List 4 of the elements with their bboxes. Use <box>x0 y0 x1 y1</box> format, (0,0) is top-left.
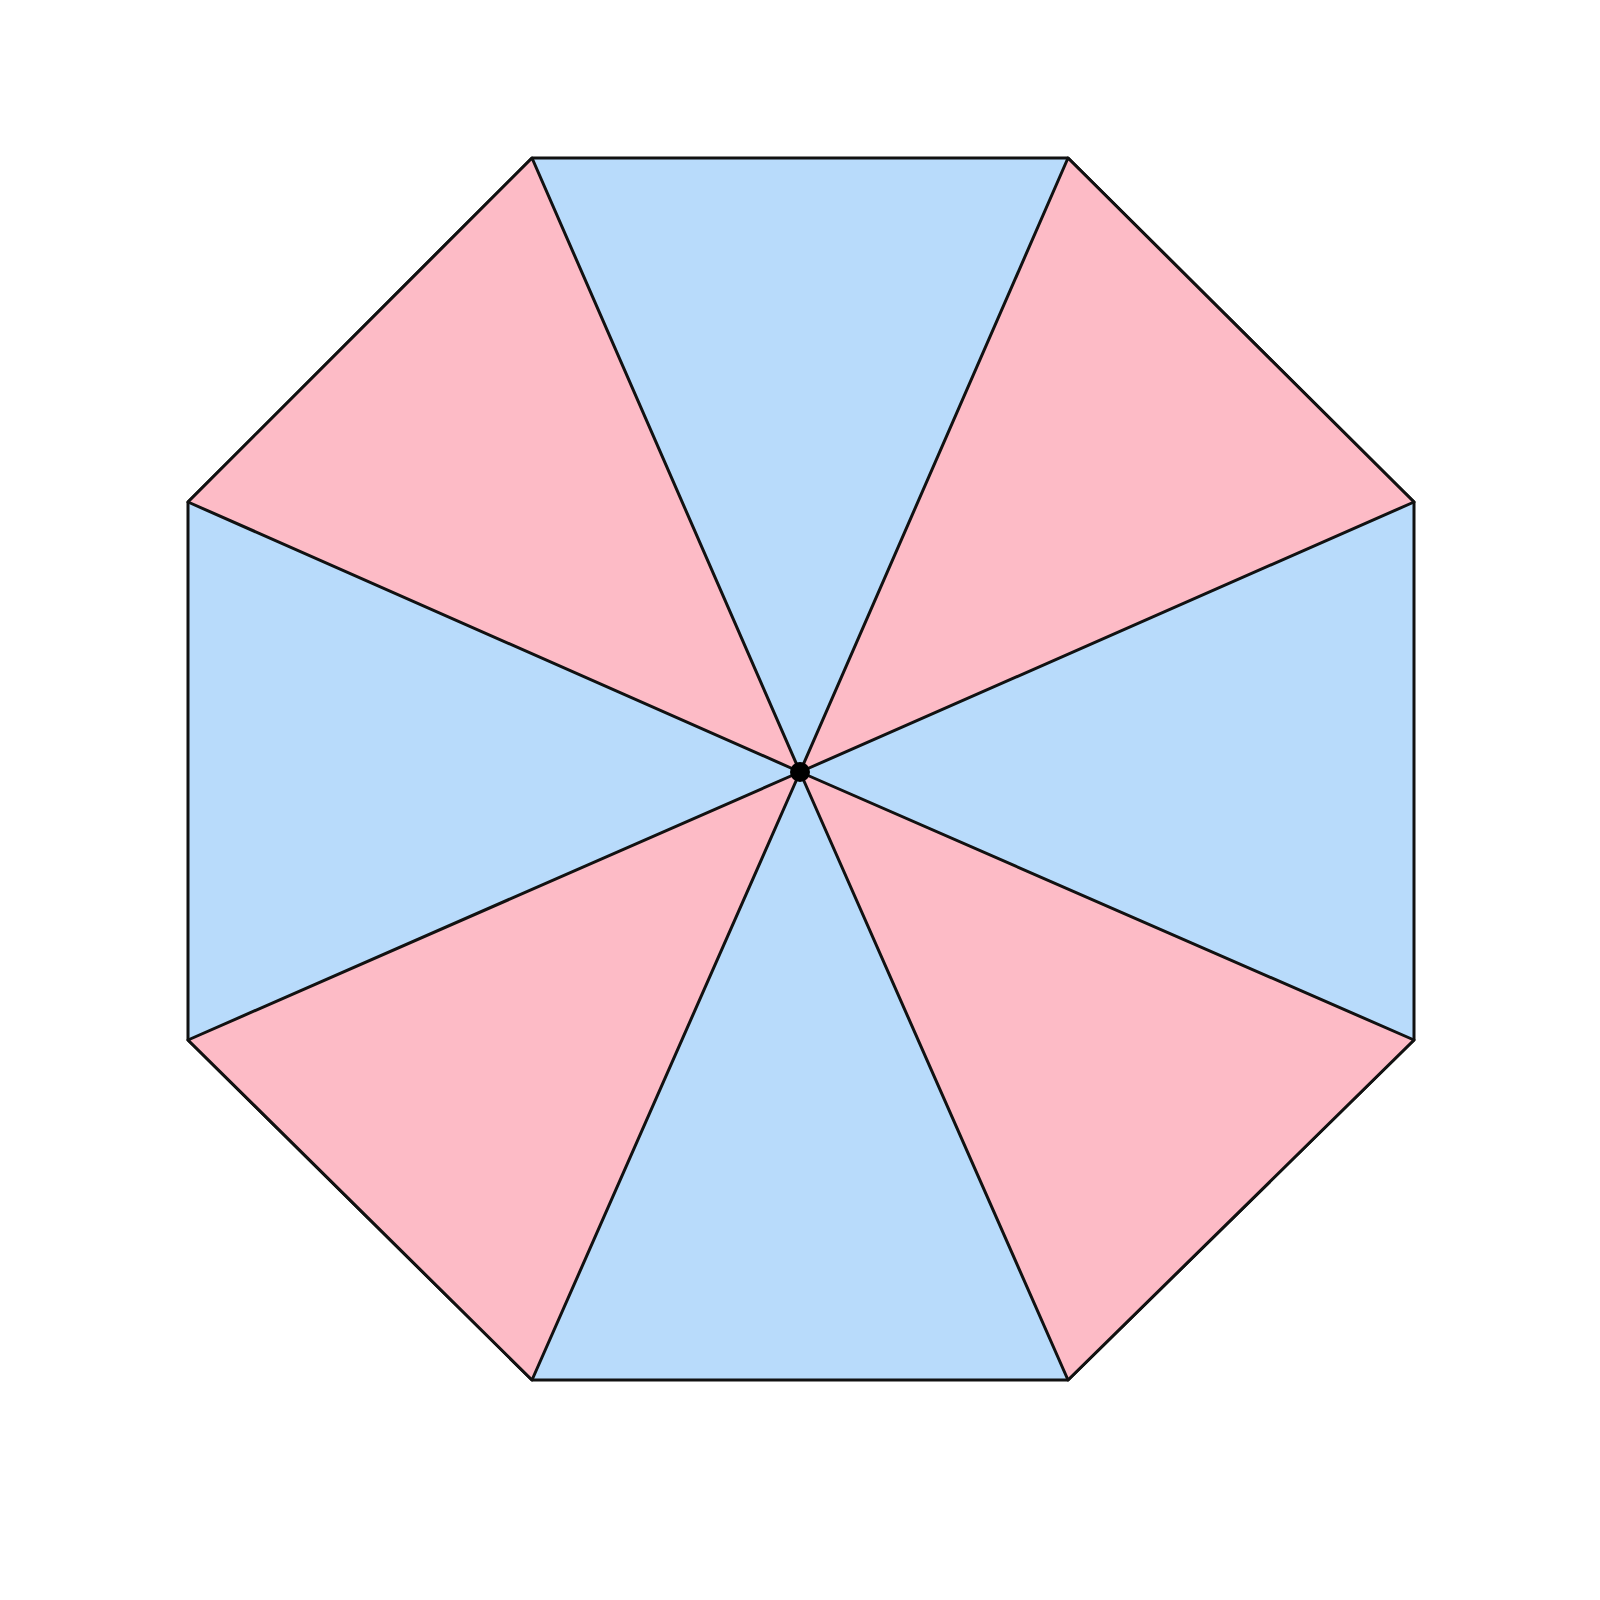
triangle-sector <box>798 770 1416 1382</box>
triangle-sector <box>186 770 802 1382</box>
triangle-sector <box>186 156 802 774</box>
triangle-sector <box>798 156 1416 774</box>
